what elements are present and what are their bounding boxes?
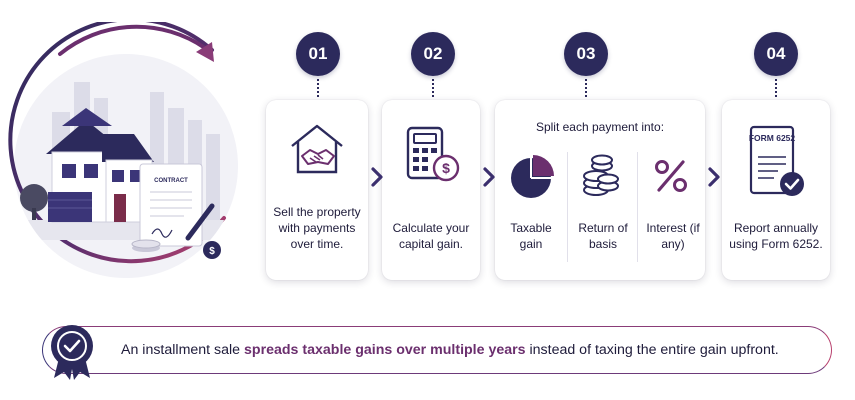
award-ribbon-icon bbox=[51, 325, 93, 380]
summary-banner: An installment sale spreads taxable gain… bbox=[42, 326, 832, 374]
split-title: Split each payment into: bbox=[535, 120, 665, 134]
step-4-connector bbox=[775, 79, 777, 97]
split-part-return-of-basis: Return of basis bbox=[578, 221, 628, 251]
step-4-text: Report annually using Form 6252. bbox=[729, 221, 823, 251]
step-1-card: Sell the property with payments over tim… bbox=[266, 100, 368, 280]
contract-label: CONTRACT bbox=[154, 178, 188, 184]
percent-icon bbox=[655, 160, 687, 192]
svg-text:$: $ bbox=[209, 246, 215, 257]
form-document-icon: FORM 6252 bbox=[749, 125, 804, 196]
step-2-connector bbox=[432, 79, 434, 97]
chevron-right-icon bbox=[708, 167, 720, 187]
pie-chart-icon bbox=[511, 155, 554, 198]
step-2-card: $ Calculate your capital gain. bbox=[382, 100, 480, 280]
step-1-text: Sell the property with payments over tim… bbox=[273, 205, 361, 251]
hero-illustration: CONTRACT $ bbox=[8, 22, 238, 278]
step-4-card: FORM 6252 Report annually using Form 625… bbox=[722, 100, 830, 280]
summary-text-emphasis: spreads taxable gains over multiple year… bbox=[244, 342, 526, 358]
split-divider-1 bbox=[567, 152, 568, 262]
step-2-badge: 02 bbox=[411, 32, 455, 76]
step-4-badge: 04 bbox=[754, 32, 798, 76]
split-part-taxable-gain: Taxable gain bbox=[510, 221, 552, 251]
step-1-connector bbox=[317, 79, 319, 97]
summary-text: An installment sale spreads taxable gain… bbox=[121, 342, 779, 358]
split-part-interest: Interest (if any) bbox=[646, 221, 700, 251]
step-1-badge: 01 bbox=[296, 32, 340, 76]
step-2-text: Calculate your capital gain. bbox=[392, 221, 470, 251]
split-divider-2 bbox=[637, 152, 638, 262]
form-document-label: FORM 6252 bbox=[749, 133, 796, 143]
svg-text:$: $ bbox=[442, 160, 450, 176]
coin-stack-icon bbox=[583, 154, 619, 196]
summary-text-after: instead of taxing the entire gain upfron… bbox=[525, 342, 779, 358]
house-handshake-icon bbox=[291, 124, 343, 174]
step-3-card: Split each payment into: Taxable gain Re… bbox=[495, 100, 705, 280]
summary-text-before: An installment sale bbox=[121, 342, 245, 358]
step-3-badge: 03 bbox=[564, 32, 608, 76]
chevron-right-icon bbox=[371, 167, 383, 187]
chevron-right-icon bbox=[483, 167, 495, 187]
calculator-icon: $ bbox=[406, 126, 460, 182]
step-3-connector bbox=[585, 79, 587, 97]
